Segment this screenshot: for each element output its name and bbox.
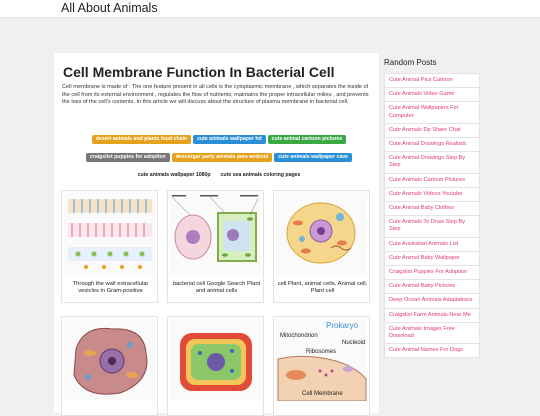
sidebar-post-link[interactable]: Deep Ocean Animals Adaptations: [384, 294, 480, 309]
prokaryote-cell-diagram-icon: Prokaryo Mitochondrion Nucleoid Ribosome…: [276, 319, 367, 401]
ribosomes-label: Ribosomes: [306, 349, 336, 355]
tag-link[interactable]: craigslist puppies for adoption: [85, 152, 170, 162]
card-caption: Through the wall extracellular vesicles …: [72, 281, 149, 295]
tag-link[interactable]: desert animals and plants food chain: [91, 134, 192, 144]
sidebar-post-link[interactable]: Cute Animal Pics Cartoon: [384, 73, 480, 89]
sidebar-post-link[interactable]: Cute Animal Baby Pictures: [384, 280, 480, 295]
image-card[interactable]: Prokaryo Mitochondrion Nucleoid Ribosome…: [273, 316, 370, 416]
image-card[interactable]: [167, 316, 264, 416]
tag-link[interactable]: cute animal cartoon pictures: [267, 134, 347, 144]
tag-link[interactable]: cute animals wallpaper cave: [274, 152, 353, 162]
image-card[interactable]: bacterial cell Google Search Plant and a…: [167, 190, 264, 303]
sidebar-post-link[interactable]: Cute Animals Video Game: [384, 88, 480, 103]
article-intro: Cell membrane is made of : The one featu…: [62, 84, 369, 106]
sidebar-post-link[interactable]: Cute Animal Names For Dogs: [384, 344, 480, 359]
sidebar-post-link[interactable]: Craigslist Puppies For Adoption: [384, 266, 480, 281]
card-caption: bacterial cell Google Search Plant and a…: [172, 281, 261, 295]
card-caption: cell Plant, animal cells, Animal cell, P…: [277, 281, 368, 295]
sidebar-post-link[interactable]: Cute Animal Wallpapers For Computer: [384, 102, 480, 124]
image-card[interactable]: Through the wall extracellular vesicles …: [61, 190, 158, 303]
cell-wall-diagram-icon: [64, 193, 155, 275]
sidebar-post-link[interactable]: Craigslist Farm Animals Near Me: [384, 308, 480, 323]
sidebar-post-link[interactable]: Cute Animals Cartoon Pictures: [384, 173, 480, 188]
plant-animal-cell-diagram-icon: [170, 193, 261, 275]
sidebar-post-link[interactable]: Cute Animal Baby Clothes: [384, 202, 480, 217]
sidebar-post-link[interactable]: Cute Animal Baby Wallpaper: [384, 251, 480, 267]
nucleoid-label: Nucleoid: [342, 340, 365, 346]
tag-link[interactable]: cute animals wallpaper hd: [193, 134, 266, 144]
sidebar-post-link[interactable]: Cute Animals Dp Share Chat: [384, 123, 480, 139]
sidebar-title: Random Posts: [384, 58, 437, 67]
tag-link[interactable]: cute sea animals coloring pages: [220, 172, 301, 178]
site-brand-link[interactable]: All About Animals: [61, 1, 158, 15]
prokaryote-label: Prokaryo: [326, 321, 359, 330]
sidebar-post-link[interactable]: Cute Animals To Draw Step By Step: [384, 216, 480, 238]
sidebar-post-link[interactable]: Cute Australian Animals List: [384, 237, 480, 252]
bacterial-cell-diagram-icon: [170, 319, 261, 401]
animal-cell-diagram-icon: [64, 319, 155, 401]
tag-link[interactable]: cute animals wallpaper 1080p: [137, 172, 211, 178]
article-title: Cell Membrane Function In Bacterial Cell: [63, 64, 335, 80]
tag-link[interactable]: descargar party animals para android: [171, 152, 273, 162]
mitochondrion-label: Mitochondrion: [280, 333, 318, 339]
sidebar-post-link[interactable]: Cute Animal Drawings Step By Step: [384, 152, 480, 174]
top-navbar: All About Animals: [0, 0, 540, 18]
article-panel: Cell Membrane Function In Bacterial Cell…: [54, 53, 379, 416]
cell-membrane-label: Cell Membrane: [302, 391, 343, 397]
sidebar-post-link[interactable]: Cute Animals Videos Youtube: [384, 187, 480, 203]
sidebar-post-link[interactable]: Cute Animals Images Free Download: [384, 322, 480, 345]
cell-diagram-icon: [276, 193, 367, 275]
image-card[interactable]: cell Plant, animal cells, Animal cell, P…: [273, 190, 370, 303]
image-card[interactable]: [61, 316, 158, 416]
sidebar-post-link[interactable]: Cute Animal Drawings Realistic: [384, 138, 480, 153]
